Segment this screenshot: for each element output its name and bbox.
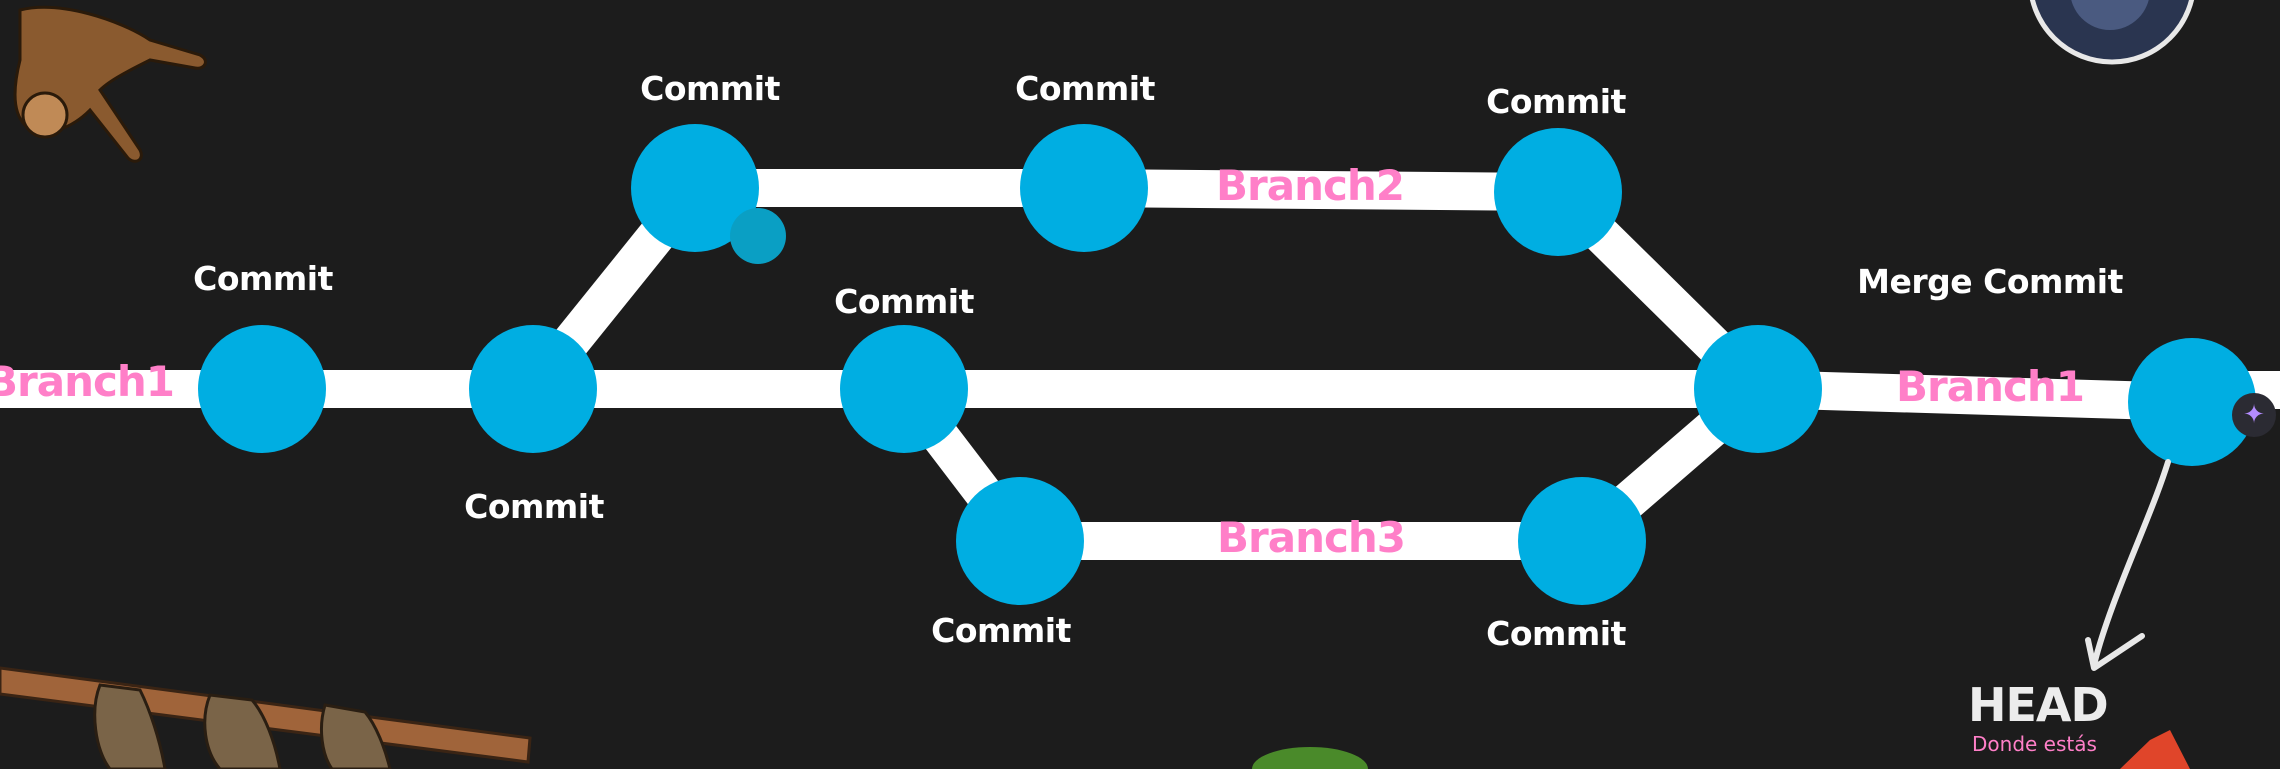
- nodes-layer: [198, 124, 2256, 605]
- commit-label-c7: Commit: [931, 611, 1071, 650]
- commit-node-head_commit[interactable]: [2128, 338, 2256, 466]
- commit-label-c2: Commit: [464, 487, 604, 526]
- cursor-dot: [730, 208, 786, 264]
- branch3-label: Branch3: [1217, 513, 1406, 562]
- arrow-icon: [2085, 459, 2171, 671]
- commit-label-c5: Commit: [1015, 69, 1155, 108]
- commit-label-c4: Commit: [834, 282, 974, 321]
- head-title: HEAD: [1968, 678, 2109, 732]
- branch1-label-left: Branch1: [0, 357, 175, 406]
- branch1-label-right: Branch1: [1896, 362, 2085, 411]
- commit-node-c4[interactable]: [840, 325, 968, 453]
- commit-label-c3: Commit: [640, 69, 780, 108]
- commit-label-c6: Commit: [1486, 82, 1626, 121]
- head-subtitle: Donde estás: [1972, 732, 2097, 756]
- commit-node-c2[interactable]: [469, 325, 597, 453]
- commit-node-c6[interactable]: [1494, 128, 1622, 256]
- commit-label-c8: Commit: [1486, 614, 1626, 653]
- edge-c5-c6: [1083, 169, 1559, 211]
- monkey-illustration: [13, 5, 207, 163]
- branch2-label: Branch2: [1216, 161, 1405, 210]
- commit-node-c5[interactable]: [1020, 124, 1148, 252]
- commit-label-c1: Commit: [193, 259, 333, 298]
- edge-merge-head_commit: [1757, 370, 2193, 421]
- sparkle-icon[interactable]: ✦: [2232, 393, 2276, 437]
- commit-node-c3[interactable]: [631, 124, 759, 252]
- merge-commit-label: Merge Commit: [1857, 262, 2123, 301]
- sloths-illustration: [0, 666, 532, 769]
- commit-node-merge[interactable]: [1694, 325, 1822, 453]
- red-shape-illustration: [2120, 730, 2190, 769]
- leaf-illustration: [1252, 747, 1368, 769]
- commit-node-c8[interactable]: [1518, 477, 1646, 605]
- avatar-image: [2029, 0, 2195, 65]
- commit-node-c1[interactable]: [198, 325, 326, 453]
- commit-node-c7[interactable]: [956, 477, 1084, 605]
